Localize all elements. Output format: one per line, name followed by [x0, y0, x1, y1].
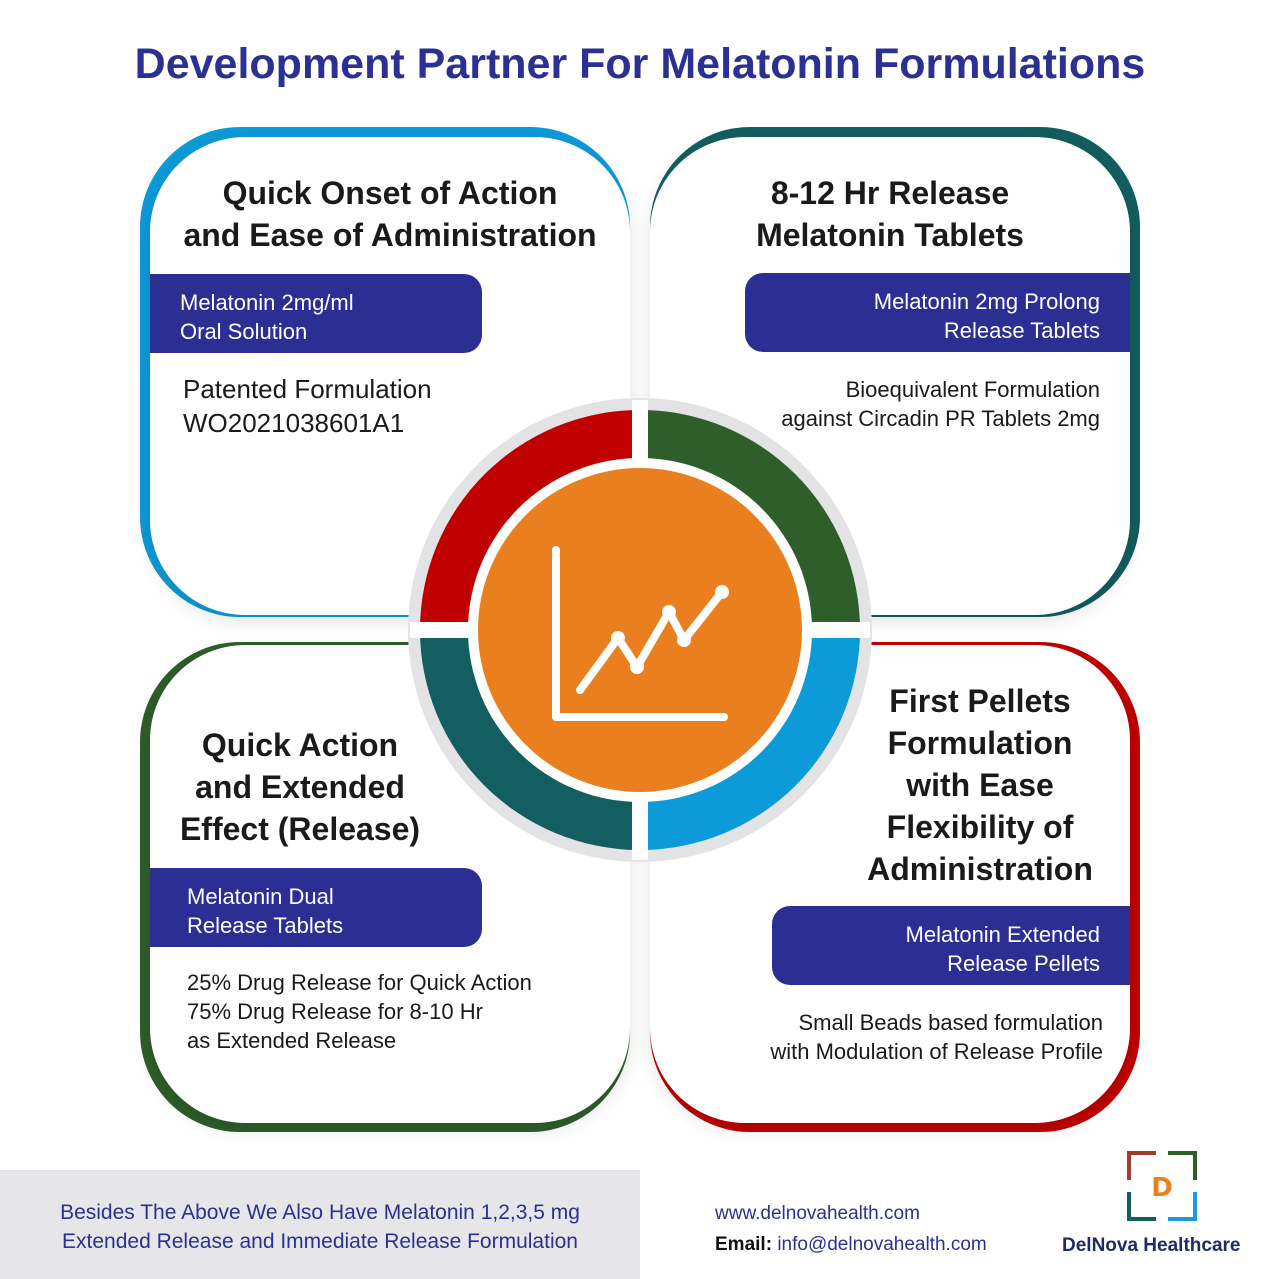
website-link[interactable]: www.delnovahealth.com: [715, 1203, 920, 1224]
svg-text:D: D: [1151, 1173, 1173, 1203]
line-chart-icon: [552, 546, 728, 721]
email-line: Email: info@delnovahealth.com: [715, 1234, 987, 1256]
brand-name: DelNova Healthcare: [1062, 1235, 1241, 1256]
email-label: Email:: [715, 1234, 773, 1255]
center-circle: [478, 468, 802, 792]
footer-note: Besides The Above We Also Have Melatonin…: [0, 1170, 640, 1279]
page-title: Development Partner For Melatonin Formul…: [134, 40, 1146, 88]
delnova-logo: D: [1127, 1151, 1197, 1221]
email-link[interactable]: info@delnovahealth.com: [777, 1234, 987, 1255]
